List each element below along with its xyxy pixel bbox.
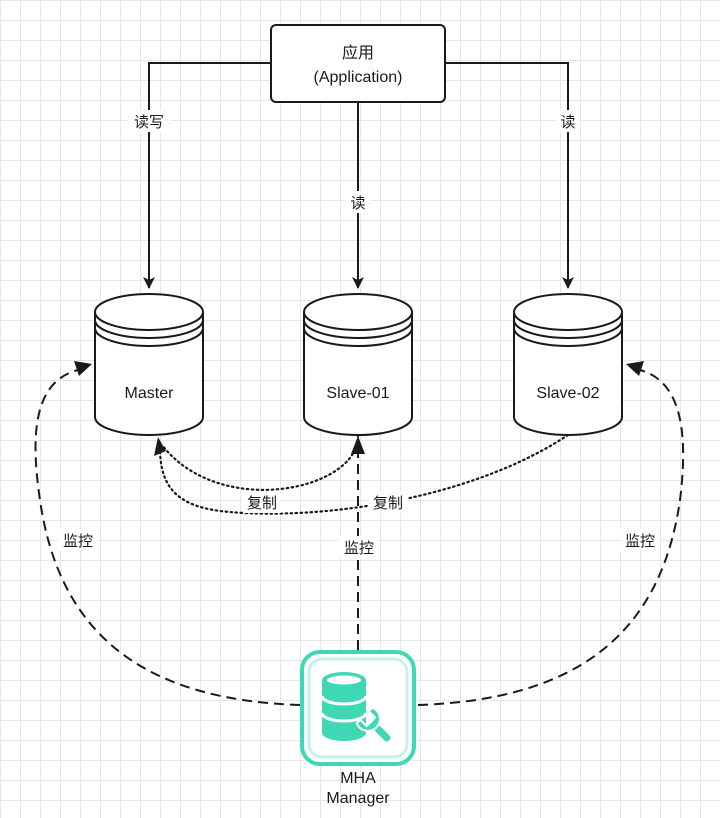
read-label-slave01: 读	[350, 195, 365, 212]
mha-manager-node[interactable]: MHA Manager	[300, 650, 416, 807]
database-wrench-icon	[320, 672, 393, 744]
monitor-edge-master	[34, 361, 301, 706]
database-master[interactable]: Master	[94, 293, 204, 436]
replication-label-slave01: 复制	[247, 494, 277, 512]
monitor-label-master: 监控	[63, 533, 93, 550]
database-slave01[interactable]: Slave-01	[303, 293, 413, 436]
read-write-label: 读写	[134, 114, 164, 131]
read-write-edge	[143, 62, 271, 289]
database-slave01-label: Slave-01	[326, 385, 389, 402]
database-slave02[interactable]: Slave-02	[513, 293, 623, 436]
application-title: 应用	[342, 43, 374, 62]
replication-edge-slave02	[158, 433, 570, 515]
monitor-edge-slave02	[417, 361, 685, 706]
monitor-label-slave02: 监控	[625, 533, 655, 550]
mha-manager-label-line2: Manager	[326, 790, 390, 807]
monitor-label-slave01: 监控	[344, 540, 374, 557]
read-edge-slave02	[445, 62, 574, 289]
mha-manager-label-line1: MHA	[340, 770, 376, 787]
read-label-slave02: 读	[560, 114, 575, 131]
database-master-label: Master	[125, 385, 175, 402]
database-slave02-label: Slave-02	[536, 385, 599, 402]
application-subtitle: (Application)	[314, 69, 403, 86]
application-node[interactable]: 应用 (Application)	[270, 24, 446, 103]
replication-label-slave02: 复制	[373, 494, 403, 512]
replication-edge-slave01	[154, 433, 360, 491]
